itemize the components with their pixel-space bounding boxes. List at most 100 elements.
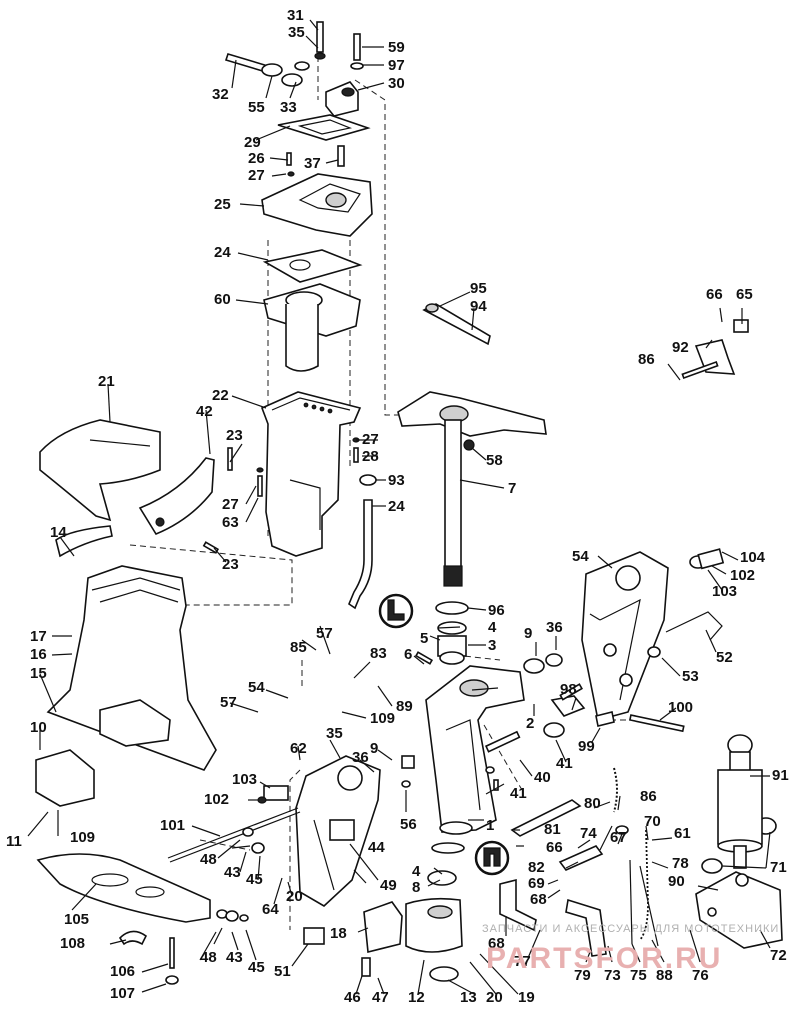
label-47: 46 xyxy=(344,989,361,1006)
label-96: 94 xyxy=(470,298,487,315)
label-65: 64 xyxy=(262,901,279,918)
label-28c: 27 xyxy=(222,496,239,513)
label-43: 41 xyxy=(510,785,527,802)
label-25: 24 xyxy=(214,244,231,261)
label-90: 88 xyxy=(656,967,673,984)
label-59: 58 xyxy=(486,452,503,469)
label-78: 76 xyxy=(692,967,709,984)
label-42: 42 xyxy=(196,403,213,420)
label-75: 73 xyxy=(604,967,621,984)
label-110: 108 xyxy=(60,935,85,952)
label-70b: 68 xyxy=(488,935,505,952)
label-4a: 4 xyxy=(488,619,497,636)
label-4b: 4 xyxy=(412,863,421,880)
label-53: 53 xyxy=(682,668,699,685)
label-19: 19 xyxy=(518,989,535,1006)
label-17: 17 xyxy=(30,628,47,645)
assembly-guide-lines xyxy=(129,56,640,930)
label-105a: 103 xyxy=(712,583,737,600)
label-30: 29 xyxy=(244,134,261,151)
label-36: 35 xyxy=(326,725,343,742)
exhaust-housing xyxy=(256,391,362,557)
label-103: 101 xyxy=(160,817,185,834)
lower-plate-and-cowl xyxy=(35,749,211,946)
label-29: 28 xyxy=(362,448,379,465)
trim-cylinder xyxy=(695,734,783,949)
label-40: 40 xyxy=(534,769,551,786)
label-50: 49 xyxy=(380,877,397,894)
label-38: 37 xyxy=(304,155,321,172)
label-82: 80 xyxy=(584,795,601,812)
label-69: 67 xyxy=(610,829,627,846)
label-35: 35 xyxy=(288,24,305,41)
label-108: 106 xyxy=(110,963,135,980)
label-55: 54 xyxy=(248,679,265,696)
label-58b: 57 xyxy=(220,694,237,711)
label-73: 71 xyxy=(770,859,787,876)
label-46b: 45 xyxy=(248,959,265,976)
label-18: 18 xyxy=(330,925,347,942)
label-63: 62 xyxy=(290,740,307,757)
label-70a: 68 xyxy=(530,891,547,908)
water-tube xyxy=(348,474,377,610)
label-45: 44 xyxy=(368,839,385,856)
label-28b: 27 xyxy=(362,431,379,448)
label-74: 72 xyxy=(770,947,787,964)
label-85: 82 xyxy=(528,859,545,876)
label-3: 3 xyxy=(488,637,496,654)
label-94: 92 xyxy=(672,339,689,356)
steering-shaft xyxy=(397,391,547,587)
covers xyxy=(39,419,233,554)
label-111a: 109 xyxy=(370,710,395,727)
label-81: 79 xyxy=(574,967,591,984)
label-22: 22 xyxy=(212,387,229,404)
label-31: 30 xyxy=(388,75,405,92)
label-5: 5 xyxy=(420,630,428,647)
label-95: 93 xyxy=(388,472,405,489)
stern-bracket-right xyxy=(581,551,669,721)
label-44a: 43 xyxy=(224,864,241,881)
label-27: 26 xyxy=(248,150,265,167)
label-72: 70 xyxy=(644,813,661,830)
label-68: 66 xyxy=(546,839,563,856)
label-79: 77 xyxy=(514,953,531,970)
label-91: 89 xyxy=(396,698,413,715)
label-33: 32 xyxy=(212,86,229,103)
label-23a: 23 xyxy=(226,427,243,444)
label-106: 104 xyxy=(740,549,766,566)
label-51: 51 xyxy=(274,963,291,980)
label-9a: 9 xyxy=(524,625,532,642)
label-57: 56 xyxy=(400,816,417,833)
label-41: 41 xyxy=(556,755,573,772)
label-32: 31 xyxy=(287,7,304,24)
label-56: 55 xyxy=(248,99,265,116)
label-71: 69 xyxy=(528,875,545,892)
label-48: 47 xyxy=(372,989,389,1006)
label-86: 85 xyxy=(290,639,307,656)
label-109: 107 xyxy=(110,985,135,1002)
label-100: 98 xyxy=(560,681,577,698)
label-64: 63 xyxy=(222,514,239,531)
label-2: 2 xyxy=(526,715,534,732)
label-21: 21 xyxy=(98,373,115,390)
label-37b: 36 xyxy=(352,749,369,766)
label-62: 61 xyxy=(674,825,691,842)
label-77: 75 xyxy=(630,967,647,984)
top-bracket-assembly xyxy=(224,21,373,372)
label-49a: 48 xyxy=(200,851,217,868)
label-44b: 43 xyxy=(226,949,243,966)
label-104b: 102 xyxy=(204,791,229,808)
label-89: 86 xyxy=(640,788,657,805)
right-hardware xyxy=(422,303,777,957)
label-107: 105 xyxy=(64,911,89,928)
label-26: 25 xyxy=(214,196,231,213)
bearing-icons xyxy=(378,593,510,876)
label-80: 78 xyxy=(672,855,689,872)
label-34: 33 xyxy=(280,99,297,116)
part-number-labels: 31 35 59 97 30 32 55 33 29 26 37 27 25 2… xyxy=(6,7,789,1006)
label-13: 13 xyxy=(460,989,477,1006)
label-105b: 103 xyxy=(232,771,257,788)
label-76: 74 xyxy=(580,825,597,842)
